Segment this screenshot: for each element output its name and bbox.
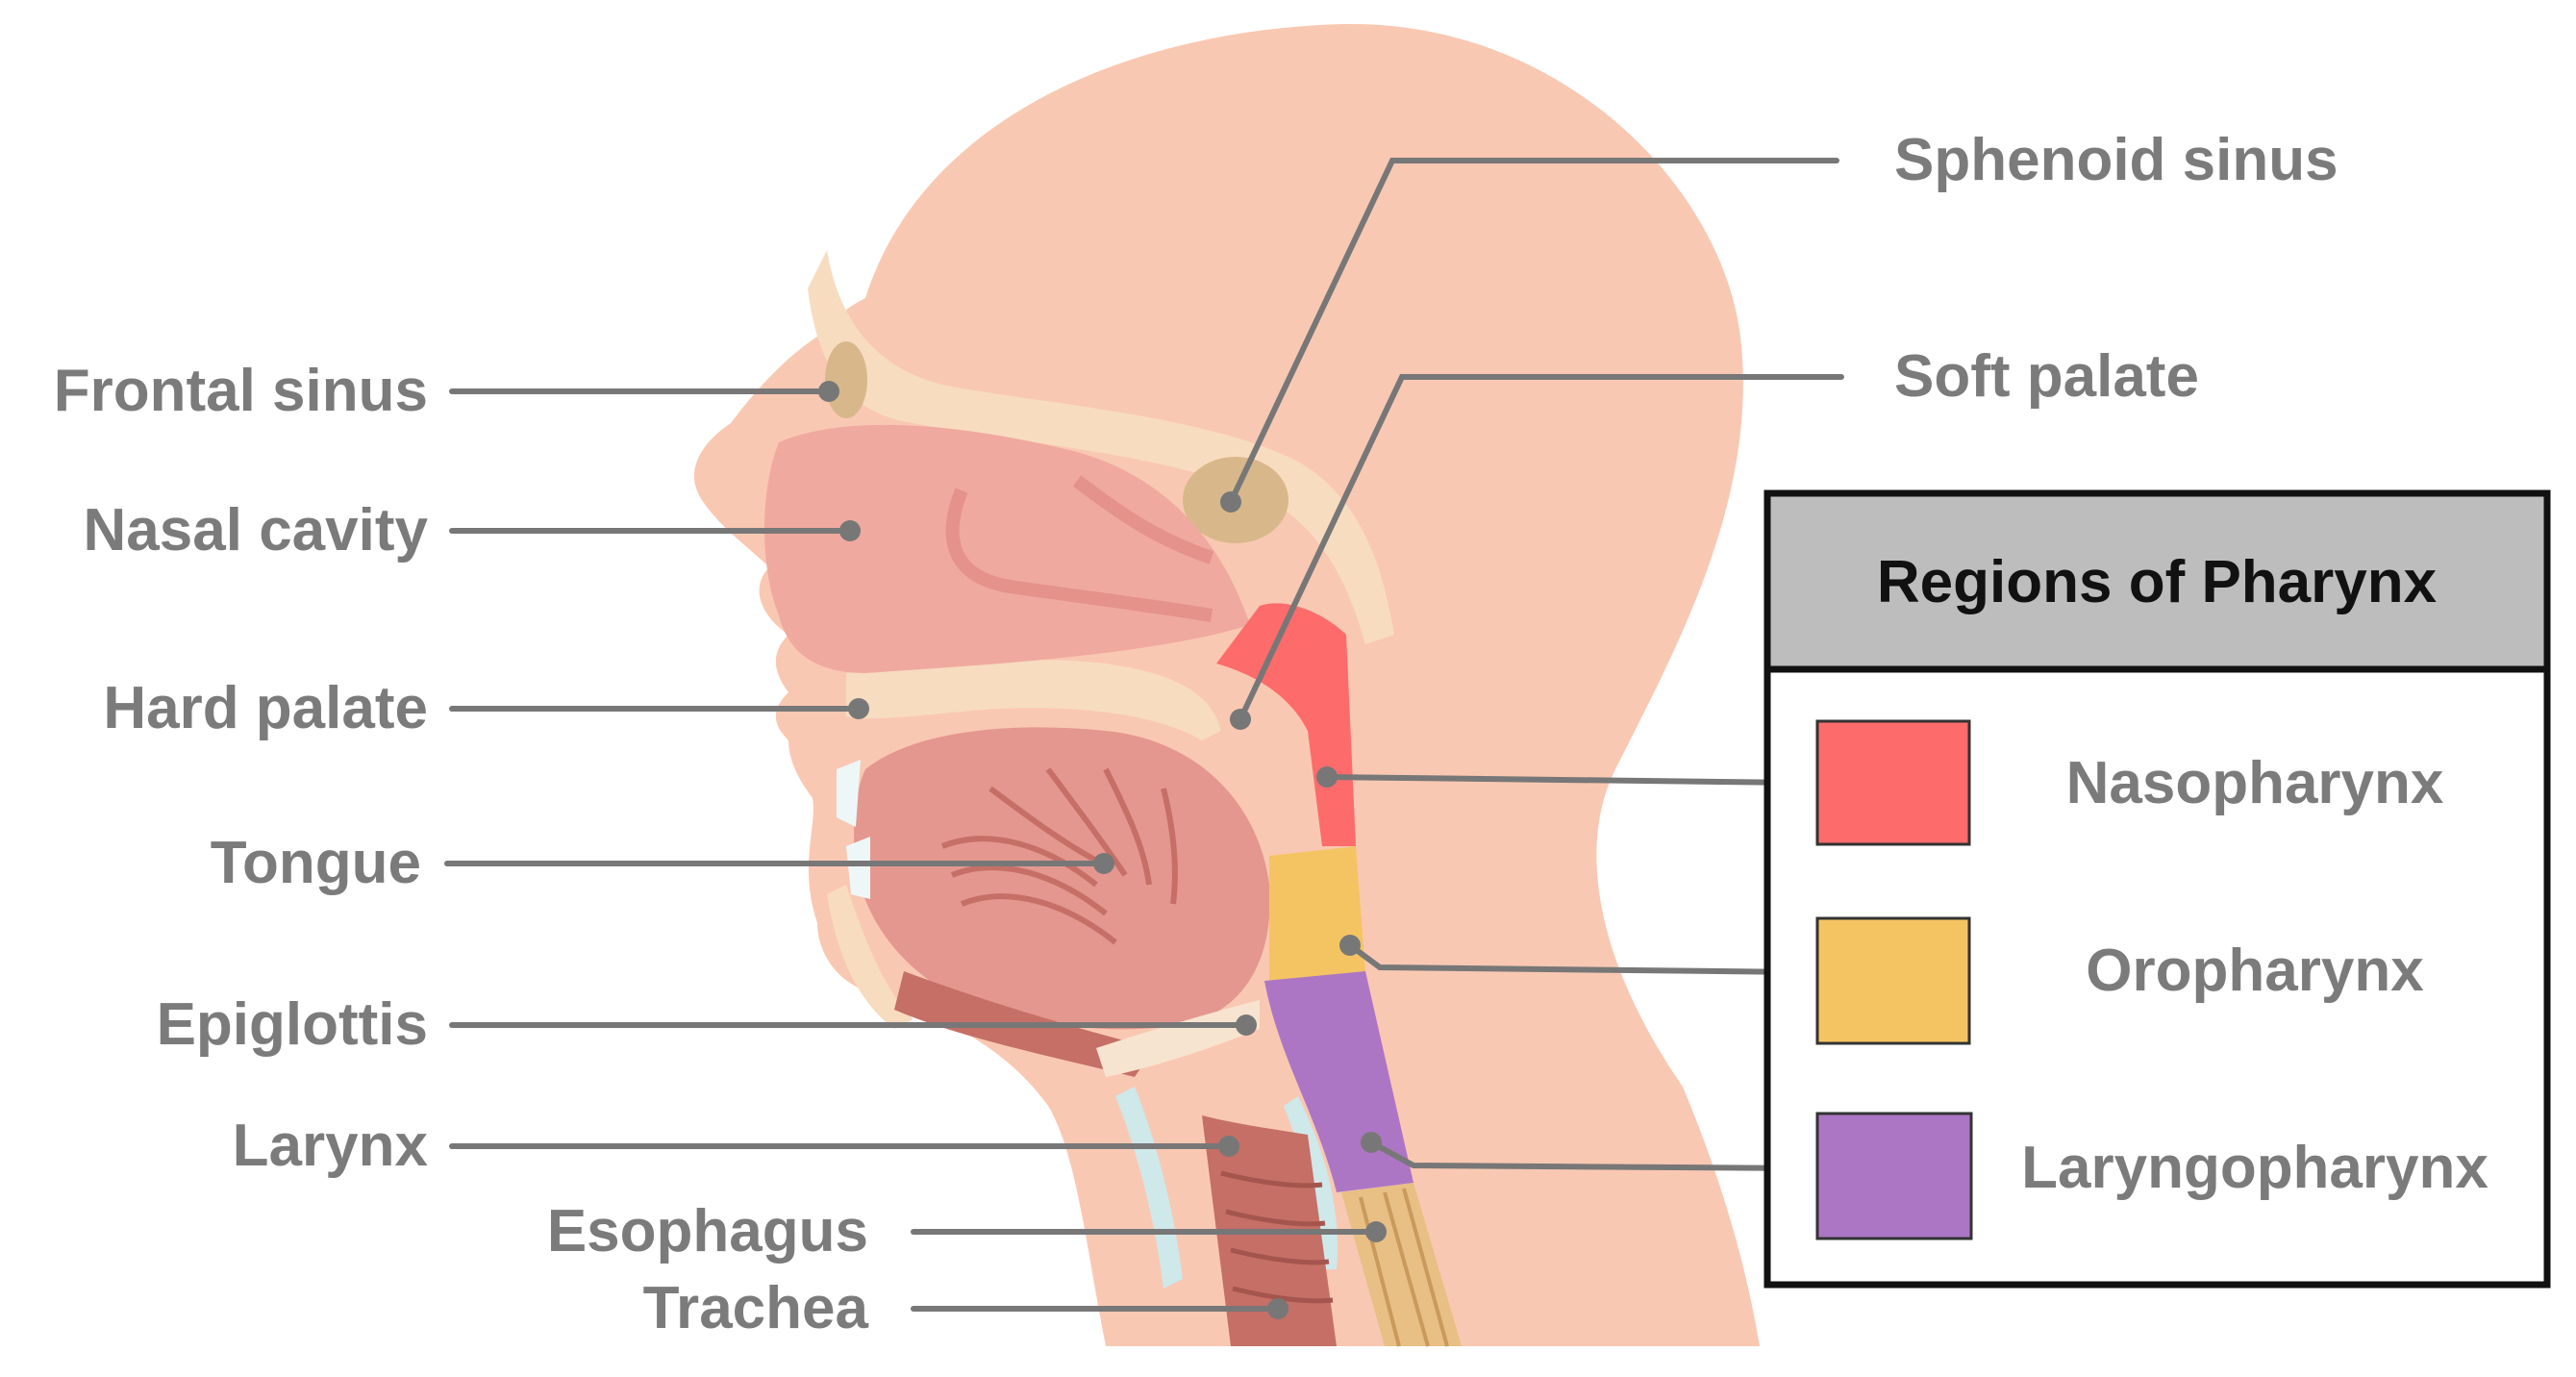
- leader-nasopharynx: [1324, 774, 1803, 786]
- legend-swatch-oropharynx: [1815, 916, 1971, 1045]
- jaw-bone: [827, 885, 913, 1029]
- label-soft-palate: Soft palate: [1894, 343, 2199, 410]
- leader-oropharynx: [1347, 942, 1803, 975]
- label-sphenoid-sinus: Sphenoid sinus: [1894, 127, 2338, 193]
- legend-label-nasopharynx: Nasopharynx: [2066, 750, 2444, 816]
- dot-oropharynx: [1339, 935, 1361, 956]
- label-larynx: Larynx: [233, 1113, 429, 1179]
- leader-lines: [444, 158, 1844, 1319]
- dot-sphenoid-sinus: [1220, 491, 1241, 513]
- nasal-turbinate: [945, 488, 1213, 622]
- upper-teeth: [837, 760, 861, 827]
- leader-soft-palate: [1238, 374, 1844, 722]
- legend-title: Regions of Pharynx: [1877, 549, 2438, 615]
- label-frontal-sinus: Frontal sinus: [54, 358, 428, 424]
- esophagus-lines: [1359, 1188, 1449, 1347]
- legend-swatch-nasopharynx: [1815, 719, 1971, 846]
- dot-epiglottis: [1236, 1014, 1257, 1036]
- label-esophagus: Esophagus: [547, 1198, 868, 1264]
- nasal-cavity-shape: [764, 424, 1250, 673]
- label-nasal-cavity: Nasal cavity: [84, 497, 429, 563]
- label-trachea: Trachea: [643, 1275, 869, 1341]
- leader-sphenoid-sinus: [1228, 158, 1839, 505]
- dot-tongue: [1093, 853, 1114, 874]
- trachea-rings: [1220, 1170, 1334, 1304]
- right-labels: Sphenoid sinus Soft palate: [1894, 127, 2338, 410]
- legend-header: [1763, 489, 2551, 673]
- dot-frontal-sinus: [818, 381, 839, 402]
- dot-larynx: [1218, 1136, 1239, 1157]
- label-hard-palate: Hard palate: [103, 675, 428, 741]
- palate-bone: [846, 659, 1221, 740]
- skull-bone: [808, 250, 1394, 644]
- dot-hard-palate: [848, 698, 869, 719]
- dot-nasal-cavity: [839, 520, 861, 541]
- dot-trachea: [1267, 1298, 1288, 1319]
- legend: Regions of Pharynx Nasopharynx Oropharyn…: [1763, 489, 2551, 1289]
- head-illustration: [693, 23, 1760, 1347]
- lower-teeth: [846, 837, 870, 899]
- nasal-turbinate-2: [1072, 475, 1214, 564]
- label-tongue: Tongue: [211, 830, 421, 896]
- larynx-cartilage: [1115, 1087, 1183, 1289]
- left-labels: Frontal sinus Nasal cavity Hard palate T…: [54, 358, 869, 1341]
- label-epiglottis: Epiglottis: [157, 991, 428, 1058]
- frontal-sinus-shape: [825, 341, 867, 418]
- dot-esophagus: [1365, 1221, 1387, 1242]
- dot-soft-palate: [1230, 709, 1251, 730]
- epiglottis-shape: [1096, 1000, 1260, 1077]
- legend-label-laryngopharynx: Laryngopharynx: [2021, 1135, 2488, 1201]
- leader-laryngopharynx: [1368, 1139, 1811, 1171]
- tongue-fibers: [940, 767, 1178, 945]
- legend-swatch-laryngopharynx: [1815, 1112, 1973, 1240]
- legend-label-oropharynx: Oropharynx: [2086, 938, 2424, 1004]
- dot-laryngopharynx: [1361, 1132, 1382, 1153]
- oropharynx-region: [1269, 846, 1365, 981]
- dot-nasopharynx: [1316, 766, 1338, 788]
